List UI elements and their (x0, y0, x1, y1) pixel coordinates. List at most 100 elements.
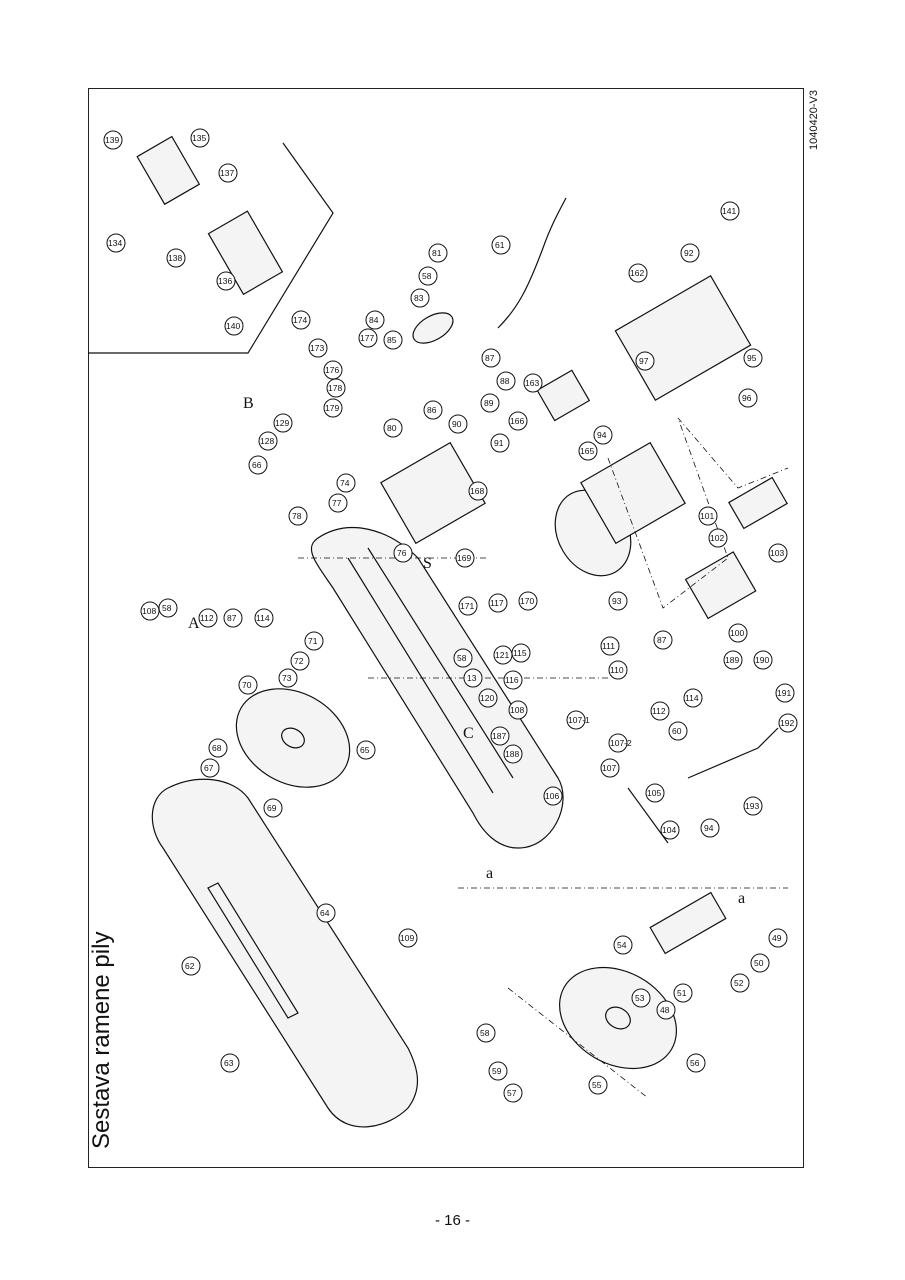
svg-text:59: 59 (492, 1066, 502, 1076)
svg-text:115: 115 (513, 648, 527, 658)
svg-text:171: 171 (460, 601, 474, 611)
callout-48: 48 (656, 1000, 676, 1020)
callout-58b: 58 (418, 266, 438, 286)
svg-text:84: 84 (369, 315, 379, 325)
callout-72: 72 (290, 651, 310, 671)
callout-87: 87 (653, 630, 673, 650)
callout-81: 81 (428, 243, 448, 263)
callout-176: 176 (323, 360, 343, 380)
svg-text:174: 174 (293, 315, 307, 325)
svg-text:62: 62 (185, 961, 195, 971)
callout-117: 117 (488, 593, 508, 613)
page-title: Sestava ramene pily (88, 931, 115, 1149)
svg-text:120: 120 (480, 693, 494, 703)
svg-text:86: 86 (427, 405, 437, 415)
callout-69: 69 (263, 798, 283, 818)
callout-65: 65 (356, 740, 376, 760)
callout-121: 121 (493, 645, 513, 665)
svg-text:76: 76 (397, 548, 407, 558)
callout-114: 114 (683, 688, 703, 708)
svg-text:165: 165 (580, 446, 594, 456)
svg-text:108: 108 (510, 705, 524, 715)
view-letter-a1: a (486, 865, 493, 882)
callout-169: 169 (455, 548, 475, 568)
svg-text:169: 169 (457, 553, 471, 563)
svg-text:121: 121 (495, 650, 509, 660)
blade-cover (151, 778, 419, 1128)
svg-text:87: 87 (485, 353, 495, 363)
callout-191: 191 (775, 683, 795, 703)
callout-166: 166 (508, 411, 528, 431)
svg-text:108: 108 (142, 606, 156, 616)
svg-text:74: 74 (340, 478, 350, 488)
svg-text:117: 117 (490, 598, 504, 608)
callout-120: 120 (478, 688, 498, 708)
callout-189: 189 (723, 650, 743, 670)
callout-140: 140 (224, 316, 244, 336)
svg-text:50: 50 (754, 958, 764, 968)
saw-arm-inner (347, 547, 514, 794)
callout-58d: 58 (453, 648, 473, 668)
svg-text:114: 114 (256, 613, 270, 623)
svg-text:162: 162 (630, 268, 644, 278)
callout-129: 129 (273, 413, 293, 433)
svg-text:112: 112 (200, 613, 214, 623)
callout-109: 109 (398, 928, 418, 948)
gear (412, 312, 454, 344)
svg-text:72: 72 (294, 656, 304, 666)
svg-text:178: 178 (328, 383, 342, 393)
view-letter-s: S (423, 555, 432, 572)
callout-112: 112 (650, 701, 670, 721)
svg-text:141: 141 (722, 206, 736, 216)
callout-105: 105 (645, 783, 665, 803)
callout-139: 139 (103, 130, 123, 150)
callout-94: 94 (593, 425, 613, 445)
svg-text:104: 104 (662, 825, 676, 835)
svg-text:102: 102 (710, 533, 724, 543)
callout-87c: 87 (223, 608, 243, 628)
callout-85: 85 (383, 330, 403, 350)
vise-block (684, 551, 757, 620)
callout-90: 90 (448, 414, 468, 434)
callout-135: 135 (190, 128, 210, 148)
svg-text:61: 61 (495, 240, 505, 250)
callout-115: 115 (511, 643, 531, 663)
callout-83: 83 (410, 288, 430, 308)
callout-58: 58 (476, 1023, 496, 1043)
svg-text:80: 80 (387, 423, 397, 433)
callout-100: 100 (728, 623, 748, 643)
view-letter-c: C (463, 725, 474, 742)
svg-text:58: 58 (457, 653, 467, 663)
svg-text:139: 139 (105, 135, 119, 145)
callout-91: 91 (490, 433, 510, 453)
svg-text:116: 116 (505, 675, 519, 685)
svg-text:109: 109 (400, 933, 414, 943)
callout-60: 60 (668, 721, 688, 741)
svg-text:129: 129 (275, 418, 289, 428)
callout-62: 62 (181, 956, 201, 976)
callout-141: 141 (720, 201, 740, 221)
svg-text:66: 66 (252, 460, 262, 470)
callout-84: 84 (365, 310, 385, 330)
svg-text:65: 65 (360, 745, 370, 755)
svg-text:166: 166 (510, 416, 524, 426)
part-callouts: 62 63 64 109 67 68 69 70 73 72 71 65 59 … (103, 128, 798, 1103)
svg-text:52: 52 (734, 978, 744, 988)
svg-text:173: 173 (310, 343, 324, 353)
svg-text:55: 55 (592, 1080, 602, 1090)
callout-179: 179 (323, 398, 343, 418)
callout-64: 64 (316, 903, 336, 923)
vise-jaw (728, 476, 788, 530)
svg-text:58: 58 (162, 603, 172, 613)
callout-59: 59 (488, 1061, 508, 1081)
switch-box (536, 369, 591, 422)
svg-text:176: 176 (325, 365, 339, 375)
svg-text:112: 112 (652, 706, 666, 716)
svg-text:77: 77 (332, 498, 342, 508)
blade-guide (649, 891, 727, 955)
callout-107: 107 (600, 758, 620, 778)
callout-136: 136 (216, 271, 236, 291)
callout-97: 97 (635, 351, 655, 371)
callout-104: 104 (660, 820, 680, 840)
svg-text:93: 93 (612, 596, 622, 606)
